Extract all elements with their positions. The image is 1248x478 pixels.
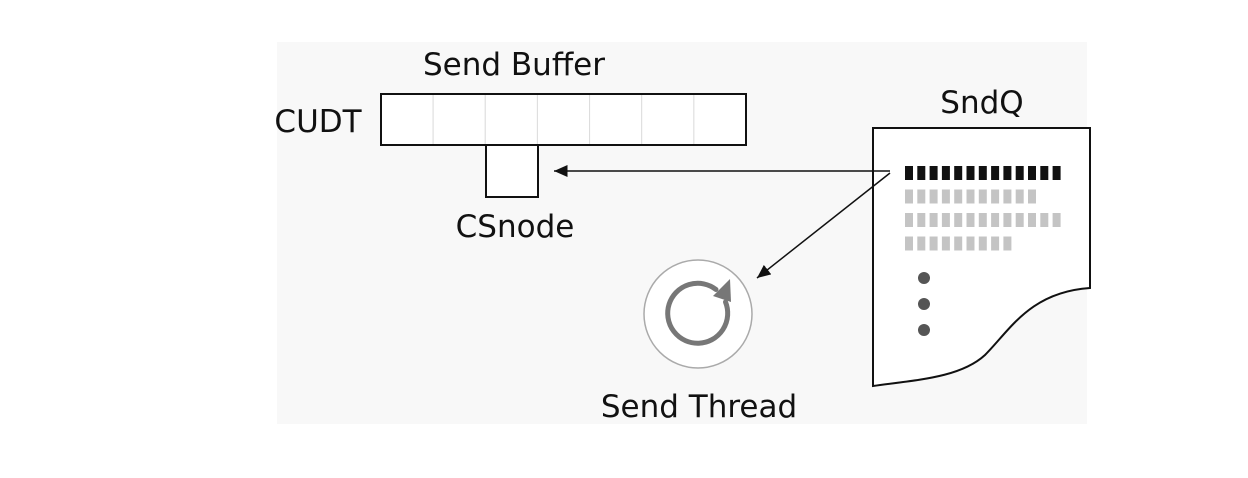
queue-block (978, 189, 987, 204)
queue-block (1015, 189, 1024, 204)
sndq-label: SndQ (940, 85, 1023, 121)
queue-block (1015, 166, 1024, 180)
buffer-slot (693, 93, 747, 146)
queue-block (1003, 189, 1012, 204)
queue-block (978, 213, 987, 227)
queue-block (941, 236, 950, 251)
queue-block (978, 236, 987, 251)
queue-block (978, 166, 987, 180)
queue-block (1028, 166, 1036, 180)
queue-block (905, 213, 913, 227)
csnode-box (485, 144, 539, 198)
queue-block (1015, 213, 1024, 227)
queue-block (966, 189, 975, 204)
send-buffer-outline (380, 93, 747, 146)
queue-block (1028, 189, 1036, 204)
sndq-queue (905, 166, 1061, 251)
refresh-icon (665, 279, 731, 346)
csnode-label: CSnode (456, 209, 575, 245)
send-buffer-label: Send Buffer (423, 47, 605, 83)
ellipsis-dot (918, 272, 930, 284)
buffer-slot (641, 93, 695, 146)
queue-block (991, 166, 1000, 180)
queue-block (1003, 166, 1012, 180)
buffer-slot (536, 93, 591, 146)
queue-block (954, 236, 963, 251)
send-thread-circle (643, 259, 753, 369)
queue-block (941, 189, 950, 204)
queue-block (941, 166, 950, 180)
queue-block (929, 236, 938, 251)
queue-block (929, 166, 938, 180)
buffer-slot (589, 93, 643, 146)
queue-block (966, 236, 975, 251)
queue-block (1052, 213, 1061, 227)
queue-block (954, 189, 963, 204)
cudt-label: CUDT (274, 104, 362, 140)
queue-block (966, 213, 975, 227)
sndq-ellipsis (918, 272, 930, 336)
ellipsis-dot (918, 324, 930, 336)
buffer-slot (484, 93, 538, 146)
buffer-slot (380, 93, 434, 146)
queue-block (1040, 213, 1049, 227)
send-buffer (380, 93, 747, 146)
queue-block (905, 236, 913, 251)
queue-block (991, 189, 1000, 204)
queue-block (1003, 236, 1012, 251)
queue-block (929, 213, 938, 227)
queue-block (1052, 166, 1061, 180)
queue-block (954, 166, 963, 180)
queue-block (917, 166, 926, 180)
queue-block (1040, 166, 1049, 180)
ellipsis-dot (918, 298, 930, 310)
arrow-to-send-thread (756, 172, 891, 279)
queue-block (966, 166, 975, 180)
queue-block (917, 213, 926, 227)
buffer-slot (432, 93, 486, 146)
queue-block (929, 189, 938, 204)
queue-block (917, 189, 926, 204)
queue-block (917, 236, 926, 251)
queue-block (905, 166, 913, 180)
queue-block (991, 213, 1000, 227)
queue-block (991, 236, 1000, 251)
queue-block (941, 213, 950, 227)
queue-block (1028, 213, 1036, 227)
queue-block (905, 189, 913, 204)
queue-block (1003, 213, 1012, 227)
queue-block (954, 213, 963, 227)
send-thread-label: Send Thread (601, 389, 797, 425)
